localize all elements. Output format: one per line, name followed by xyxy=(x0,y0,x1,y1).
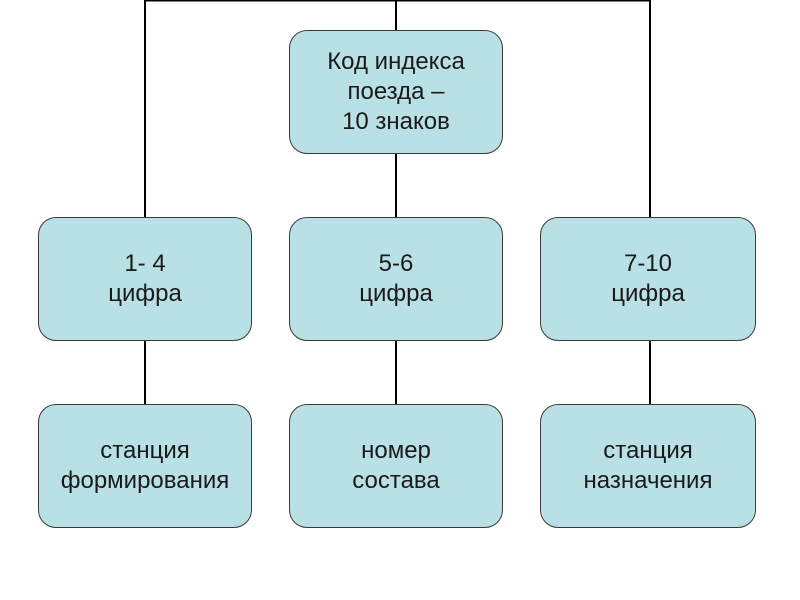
root-node-line-2: поезда – xyxy=(347,78,445,105)
root-node-line-3: 10 знаков xyxy=(342,108,450,135)
digits-node-1-4: 1- 4 цифра xyxy=(38,217,252,341)
meaning-node-3-line-2: назначения xyxy=(583,467,713,494)
digits-node-7-10: 7-10 цифра xyxy=(540,217,756,341)
meaning-node-train-number: номер состава xyxy=(289,404,503,528)
meaning-node-3-line-1: станция xyxy=(603,437,693,464)
digits-node-1-line-1: 1- 4 xyxy=(124,250,166,277)
meaning-node-1-line-2: формирования xyxy=(60,467,230,494)
meaning-node-2-line-1: номер xyxy=(361,437,431,464)
root-node-train-index-code: Код индекса поезда – 10 знаков xyxy=(289,30,503,154)
meaning-node-destination-station: станция назначения xyxy=(540,404,756,528)
meaning-node-2-line-2: состава xyxy=(352,467,440,494)
digits-node-2-line-1: 5-6 xyxy=(378,250,414,277)
digits-node-3-line-2: цифра xyxy=(611,280,685,307)
root-node-line-1: Код индекса xyxy=(327,48,465,75)
meaning-node-formation-station: станция формирования xyxy=(38,404,252,528)
digits-node-5-6: 5-6 цифра xyxy=(289,217,503,341)
digits-node-1-line-2: цифра xyxy=(108,280,182,307)
digits-node-3-line-1: 7-10 xyxy=(623,250,673,277)
meaning-node-1-line-1: станция xyxy=(100,437,190,464)
digits-node-2-line-2: цифра xyxy=(359,280,433,307)
